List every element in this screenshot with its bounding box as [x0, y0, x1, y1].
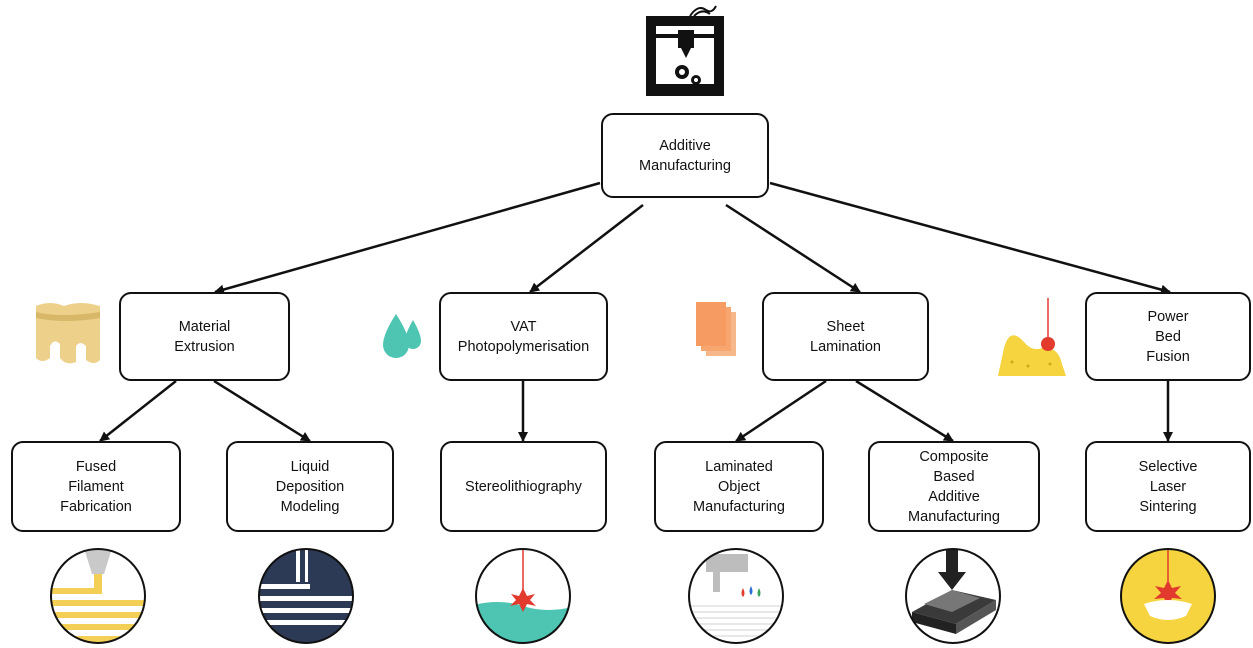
paper-sheets-icon — [696, 302, 736, 356]
process-node-fused-filament-fabrication: Fused Filament Fabrication — [11, 441, 181, 532]
root-node-additive-manufacturing: Additive Manufacturing — [601, 113, 769, 198]
stereolithography-process-icon — [475, 548, 571, 644]
edge-arrow — [855, 379, 954, 443]
process-node-label: Composite Based Additive Manufacturing — [908, 448, 1000, 525]
fused-filament-process-icon — [50, 548, 146, 644]
edge-arrow — [725, 203, 861, 294]
connector-arrows — [99, 181, 1173, 443]
edge-arrow — [769, 181, 1171, 295]
process-node-stereolithiography: Stereolithiography — [440, 441, 607, 532]
root-node-label: Additive Manufacturing — [639, 137, 731, 174]
process-node-selective-laser-sintering: Selective Laser Sintering — [1085, 441, 1251, 532]
resin-drops-icon — [383, 314, 421, 358]
category-node-label: Power Bed Fusion — [1146, 308, 1190, 365]
process-node-label: Fused Filament Fabrication — [60, 458, 132, 515]
process-node-laminated-object-manufacturing: Laminated Object Manufacturing — [654, 441, 824, 532]
process-node-label: Laminated Object Manufacturing — [693, 458, 785, 515]
edge-arrow — [529, 204, 644, 293]
process-node-label: Selective Laser Sintering — [1138, 458, 1198, 515]
selective-laser-sintering-process-icon — [1120, 548, 1216, 644]
category-node-vat-photopolymerisation: VAT Photopolymerisation — [439, 292, 608, 381]
category-node-power-bed-fusion: Power Bed Fusion — [1085, 292, 1251, 381]
process-node-liquid-deposition-modeling: Liquid Deposition Modeling — [226, 441, 394, 532]
laser-powder-icon — [998, 298, 1066, 376]
category-node-label: Sheet Lamination — [810, 318, 881, 355]
process-node-label: Liquid Deposition Modeling — [275, 458, 345, 515]
process-node-composite-based-additive-manufacturing: Composite Based Additive Manufacturing — [868, 441, 1040, 532]
edge-arrow — [213, 379, 311, 443]
edge-arrow — [735, 379, 827, 443]
category-node-material-extrusion: Material Extrusion — [119, 292, 290, 381]
liquid-deposition-process-icon — [258, 548, 354, 644]
edge-arrow — [214, 181, 601, 295]
category-node-label: VAT Photopolymerisation — [457, 318, 590, 355]
molten-material-icon — [36, 303, 100, 364]
category-node-sheet-lamination: Sheet Lamination — [762, 292, 929, 381]
composite-based-process-icon — [905, 548, 1001, 644]
laminated-object-process-icon — [688, 548, 784, 644]
process-node-label: Stereolithiography — [465, 478, 582, 495]
edge-arrow — [99, 380, 177, 442]
3d-printer-icon — [646, 5, 724, 96]
category-node-label: Material Extrusion — [174, 318, 235, 355]
